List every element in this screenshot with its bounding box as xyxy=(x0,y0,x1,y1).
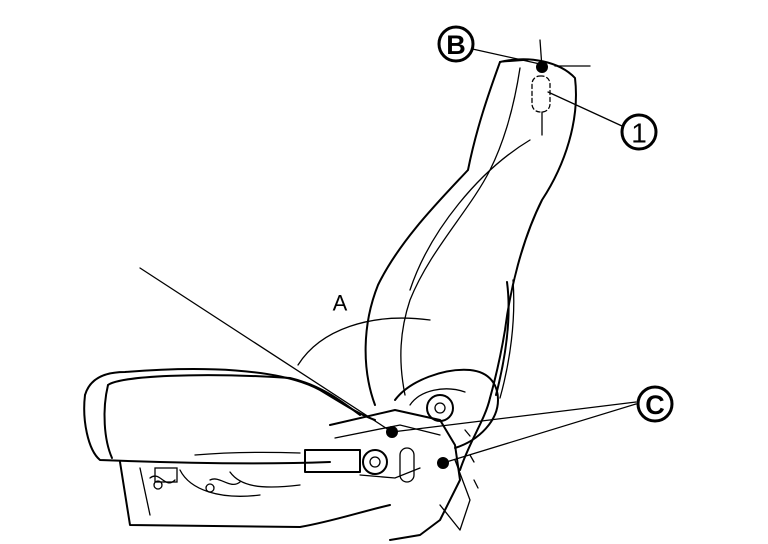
pivot-point-b xyxy=(536,61,548,73)
headrest-slot xyxy=(531,75,551,113)
headrest-pivot xyxy=(499,39,591,136)
callout-b: B xyxy=(437,25,475,63)
callout-1: 1 xyxy=(620,113,658,151)
leader-lines xyxy=(391,47,637,464)
callout-c-label: C xyxy=(645,390,665,420)
angle-a-label: A xyxy=(333,291,348,316)
recliner-mechanism xyxy=(304,368,499,541)
seat-cushion xyxy=(83,368,391,528)
callout-c: C xyxy=(636,385,674,423)
bolt-points xyxy=(386,426,449,469)
seatback xyxy=(364,58,577,406)
callout-b-label: B xyxy=(446,30,466,60)
callout-1-label: 1 xyxy=(631,118,647,149)
angle-a-reference xyxy=(139,267,431,433)
gear-motor xyxy=(304,449,361,473)
